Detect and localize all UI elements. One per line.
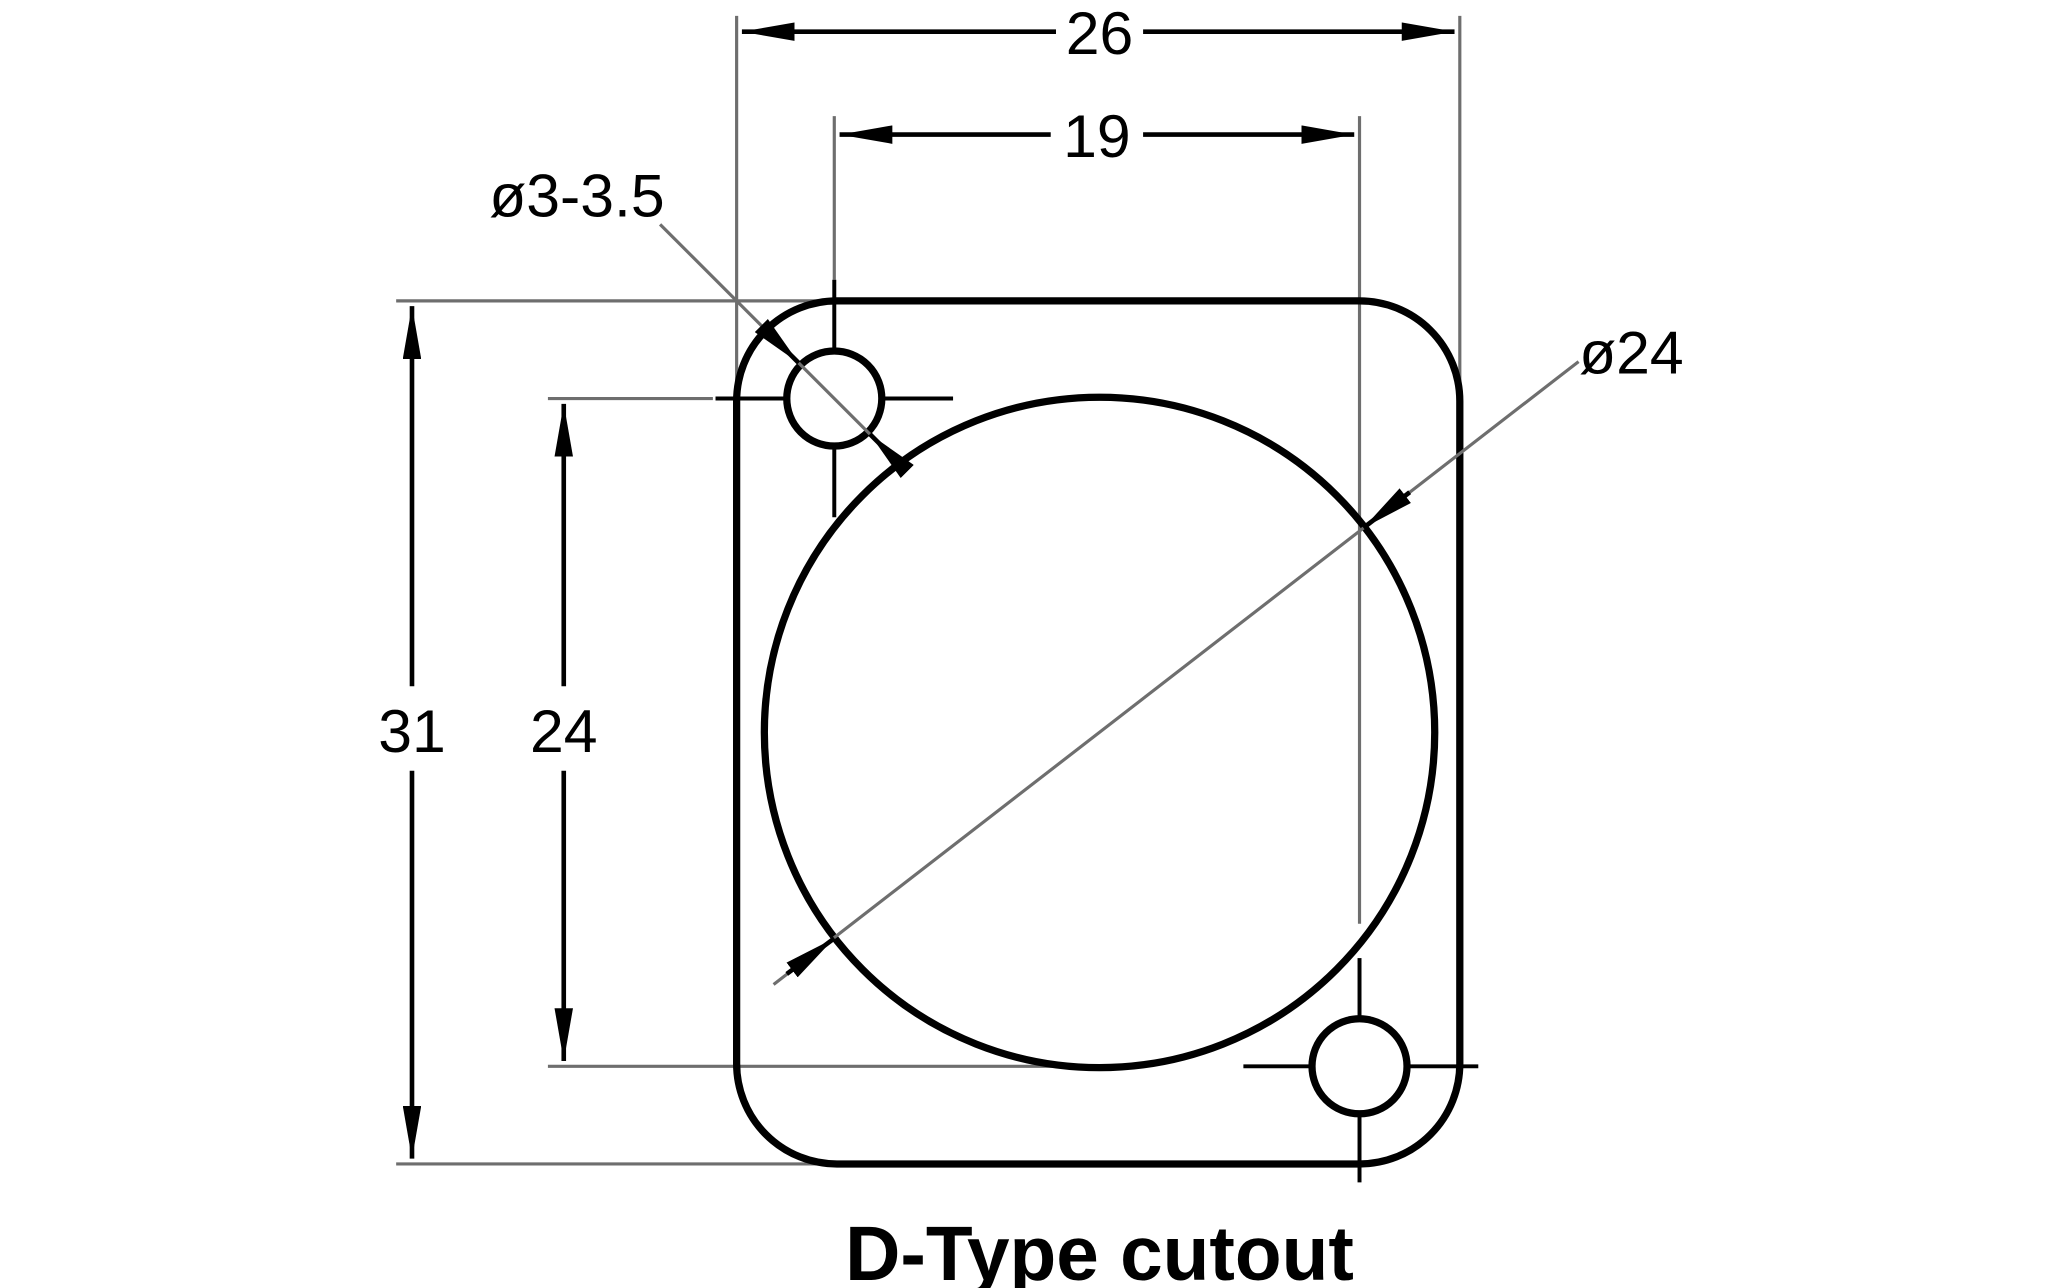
dimension-width-26: 26 bbox=[741, 0, 1455, 67]
dimension-mounting-hole-diameter: ø3-3.5 bbox=[489, 161, 914, 479]
dimension-height-24: 24 bbox=[530, 403, 598, 1062]
dimension-label-31: 31 bbox=[378, 697, 446, 765]
dimension-width-19: 19 bbox=[839, 102, 1355, 170]
dimension-label-mounting-hole: ø3-3.5 bbox=[489, 161, 664, 229]
dimension-label-19: 19 bbox=[1063, 102, 1131, 170]
center-hole bbox=[760, 393, 1439, 1072]
dimension-label-26: 26 bbox=[1066, 0, 1134, 67]
mounting-hole-top-left bbox=[715, 279, 954, 518]
drawing-title: D-Type cutout bbox=[845, 1212, 1354, 1288]
mounting-hole-bottom-right bbox=[1243, 958, 1479, 1183]
dimension-label-24: 24 bbox=[530, 697, 598, 765]
dimension-center-hole-diameter: ø24 bbox=[772, 318, 1684, 986]
dimension-label-center-hole: ø24 bbox=[1579, 318, 1684, 386]
plate-outline bbox=[733, 297, 1464, 1168]
dimension-height-31: 31 bbox=[378, 306, 446, 1159]
